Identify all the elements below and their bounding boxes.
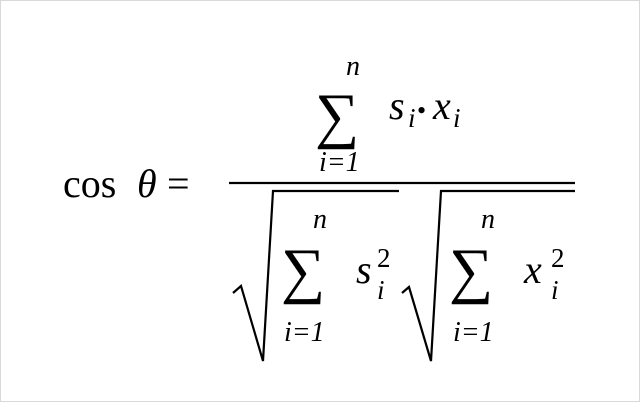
den-right-sum-lower: i=1 — [453, 317, 494, 348]
numerator-term-s: s — [389, 83, 405, 128]
den-right-sup: 2 — [551, 243, 565, 273]
den-right-base: x — [523, 247, 542, 292]
numerator-term-s-sub: i — [408, 103, 416, 133]
dot-operator: • — [417, 96, 426, 125]
den-left-base: s — [356, 247, 372, 292]
equals-sign: = — [167, 161, 190, 206]
sqrt-left-icon — [232, 189, 399, 362]
den-left-sub: i — [377, 275, 385, 305]
numerator-sigma-icon: ∑ — [315, 82, 359, 150]
numerator-term-x-sub: i — [453, 103, 461, 133]
den-left-sum-lower: i=1 — [284, 317, 325, 348]
den-right-sub: i — [551, 275, 559, 305]
numerator-term-x: x — [432, 83, 451, 128]
den-left-sigma-icon: ∑ — [281, 237, 325, 305]
sqrt-right-icon — [401, 189, 575, 362]
den-right-sum-upper: n — [481, 204, 495, 235]
den-left-sum-upper: n — [313, 204, 327, 235]
cos-function: cos — [63, 161, 116, 206]
den-right-sigma-icon: ∑ — [449, 237, 493, 305]
den-left-sup: 2 — [377, 243, 391, 273]
theta-variable: θ — [137, 161, 157, 206]
numerator-sum-upper: n — [346, 51, 360, 82]
numerator-sum-lower: i=1 — [319, 147, 360, 178]
